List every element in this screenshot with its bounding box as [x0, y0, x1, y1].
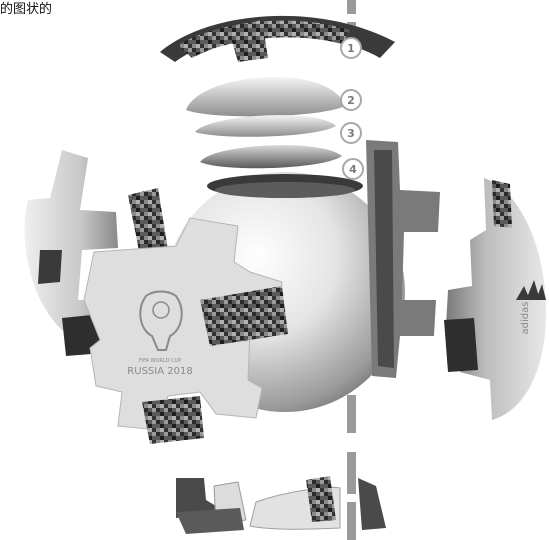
marker-4-label: 4: [349, 163, 357, 176]
emblem-main-text: RUSSIA 2018: [127, 366, 192, 377]
layer-marker-1: 1: [341, 38, 361, 58]
layer-cap-3: [195, 115, 336, 137]
marker-2-label: 2: [347, 94, 355, 107]
layer-ring-4: [200, 145, 342, 168]
marker-3-label: 3: [347, 127, 355, 140]
layer-cap-2: [186, 77, 345, 116]
marker-1-label: 1: [347, 42, 355, 55]
layer-marker-4: 4: [343, 159, 363, 179]
emblem-small-text: FIFA WORLD CUP: [139, 358, 182, 364]
right-mid-panel: [366, 140, 440, 378]
brand-logo-text: adidas: [520, 302, 531, 335]
layer-marker-2: 2: [341, 90, 361, 110]
layer-marker-3: 3: [341, 123, 361, 143]
top-panel: [160, 16, 395, 62]
